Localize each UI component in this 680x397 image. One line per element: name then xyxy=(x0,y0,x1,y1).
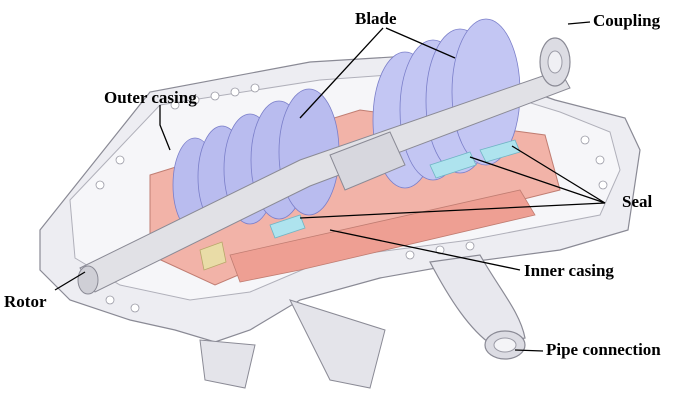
coupling xyxy=(540,38,570,86)
blade-label: Blade xyxy=(355,10,397,27)
coupling-leader xyxy=(568,22,590,24)
outer-casing-label: Outer casing xyxy=(104,89,197,106)
coupling-label: Coupling xyxy=(593,12,660,29)
rotor-label: Rotor xyxy=(4,293,46,310)
inner-casing-label: Inner casing xyxy=(524,262,614,279)
pipe-connection-label: Pipe connection xyxy=(546,341,661,358)
seal-label: Seal xyxy=(622,193,652,210)
